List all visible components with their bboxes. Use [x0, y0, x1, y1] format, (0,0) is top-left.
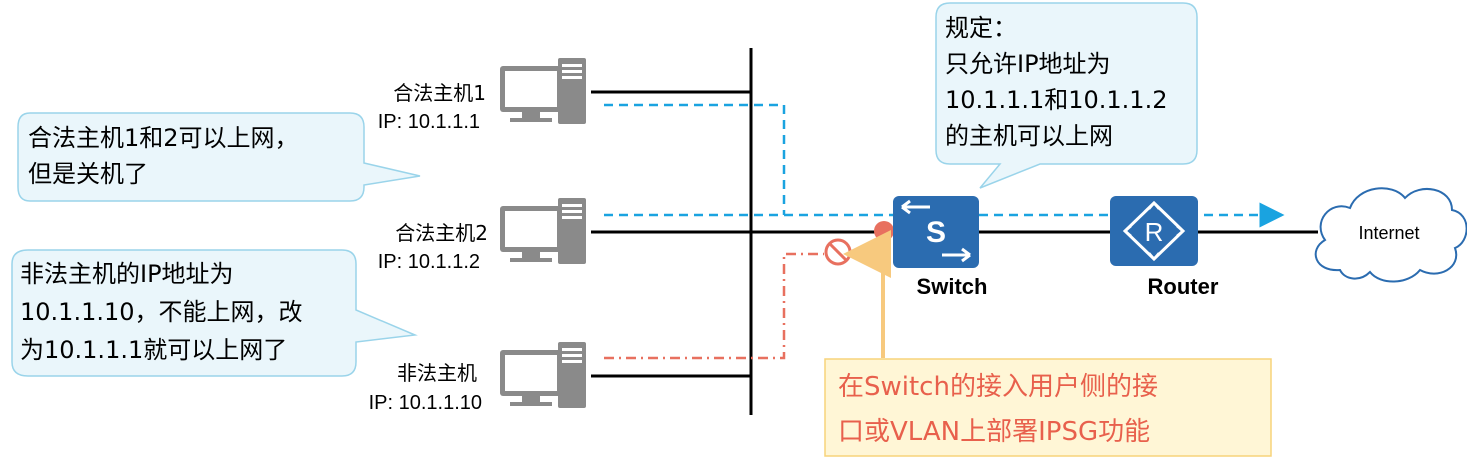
note-line-1: 在Switch的接入用户侧的接	[838, 372, 1158, 402]
illegal-host-name: 非法主机	[397, 361, 477, 385]
internet-cloud-icon: Internet	[1314, 187, 1467, 283]
callout-rule-line-3: 10.1.1.1和10.1.1.2	[945, 86, 1167, 114]
host1-ip: IP: 10.1.1.1	[378, 111, 480, 133]
internet-label: Internet	[1358, 223, 1419, 243]
network-links	[591, 48, 1318, 415]
blocked-path	[604, 252, 824, 360]
ipsg-note: 在Switch的接入用户侧的接 口或VLAN上部署IPSG功能	[824, 358, 1272, 457]
switch-icon: S	[893, 196, 979, 268]
callout-illegal-host: 非法主机的IP地址为 10.1.1.10，不能上网，改 为10.1.1.1就可以…	[11, 249, 418, 377]
host-pc-icon-2	[500, 198, 586, 264]
note-line-2: 口或VLAN上部署IPSG功能	[838, 417, 1150, 447]
host-pc-icon-1	[500, 58, 586, 124]
callout-legit-line-2: 但是关机了	[28, 160, 148, 188]
callout-rule-line-2: 只允许IP地址为	[945, 50, 1111, 78]
blocked-icon	[824, 238, 852, 266]
host2-ip: IP: 10.1.1.2	[378, 251, 480, 273]
callout-legit-hosts-off: 合法主机1和2可以上网， 但是关机了	[17, 112, 421, 202]
callout-rule: 规定： 只允许IP地址为 10.1.1.1和10.1.1.2 的主机可以上网	[935, 2, 1198, 189]
callout-rule-line-4: 的主机可以上网	[945, 122, 1113, 150]
host1-allowed-path	[604, 103, 786, 215]
host1-name: 合法主机1	[393, 81, 486, 105]
callout-legit-line-1: 合法主机1和2可以上网，	[28, 124, 299, 152]
router-icon: R	[1110, 196, 1198, 266]
router-icon-letter: R	[1145, 217, 1164, 247]
callout-illegal-line-3: 为10.1.1.1就可以上网了	[20, 336, 287, 364]
ipsg-port-dot	[874, 221, 894, 241]
host-pc-icon-3	[500, 342, 586, 408]
illegal-host-ip: IP: 10.1.1.10	[369, 392, 482, 414]
callout-illegal-line-2: 10.1.1.10，不能上网，改	[20, 298, 303, 326]
router-label: Router	[1148, 274, 1219, 299]
switch-icon-letter: S	[926, 216, 946, 249]
callout-rule-line-1: 规定：	[945, 14, 1017, 42]
host2-name: 合法主机2	[395, 221, 488, 245]
switch-label: Switch	[917, 274, 988, 299]
callout-illegal-line-1: 非法主机的IP地址为	[20, 260, 234, 288]
